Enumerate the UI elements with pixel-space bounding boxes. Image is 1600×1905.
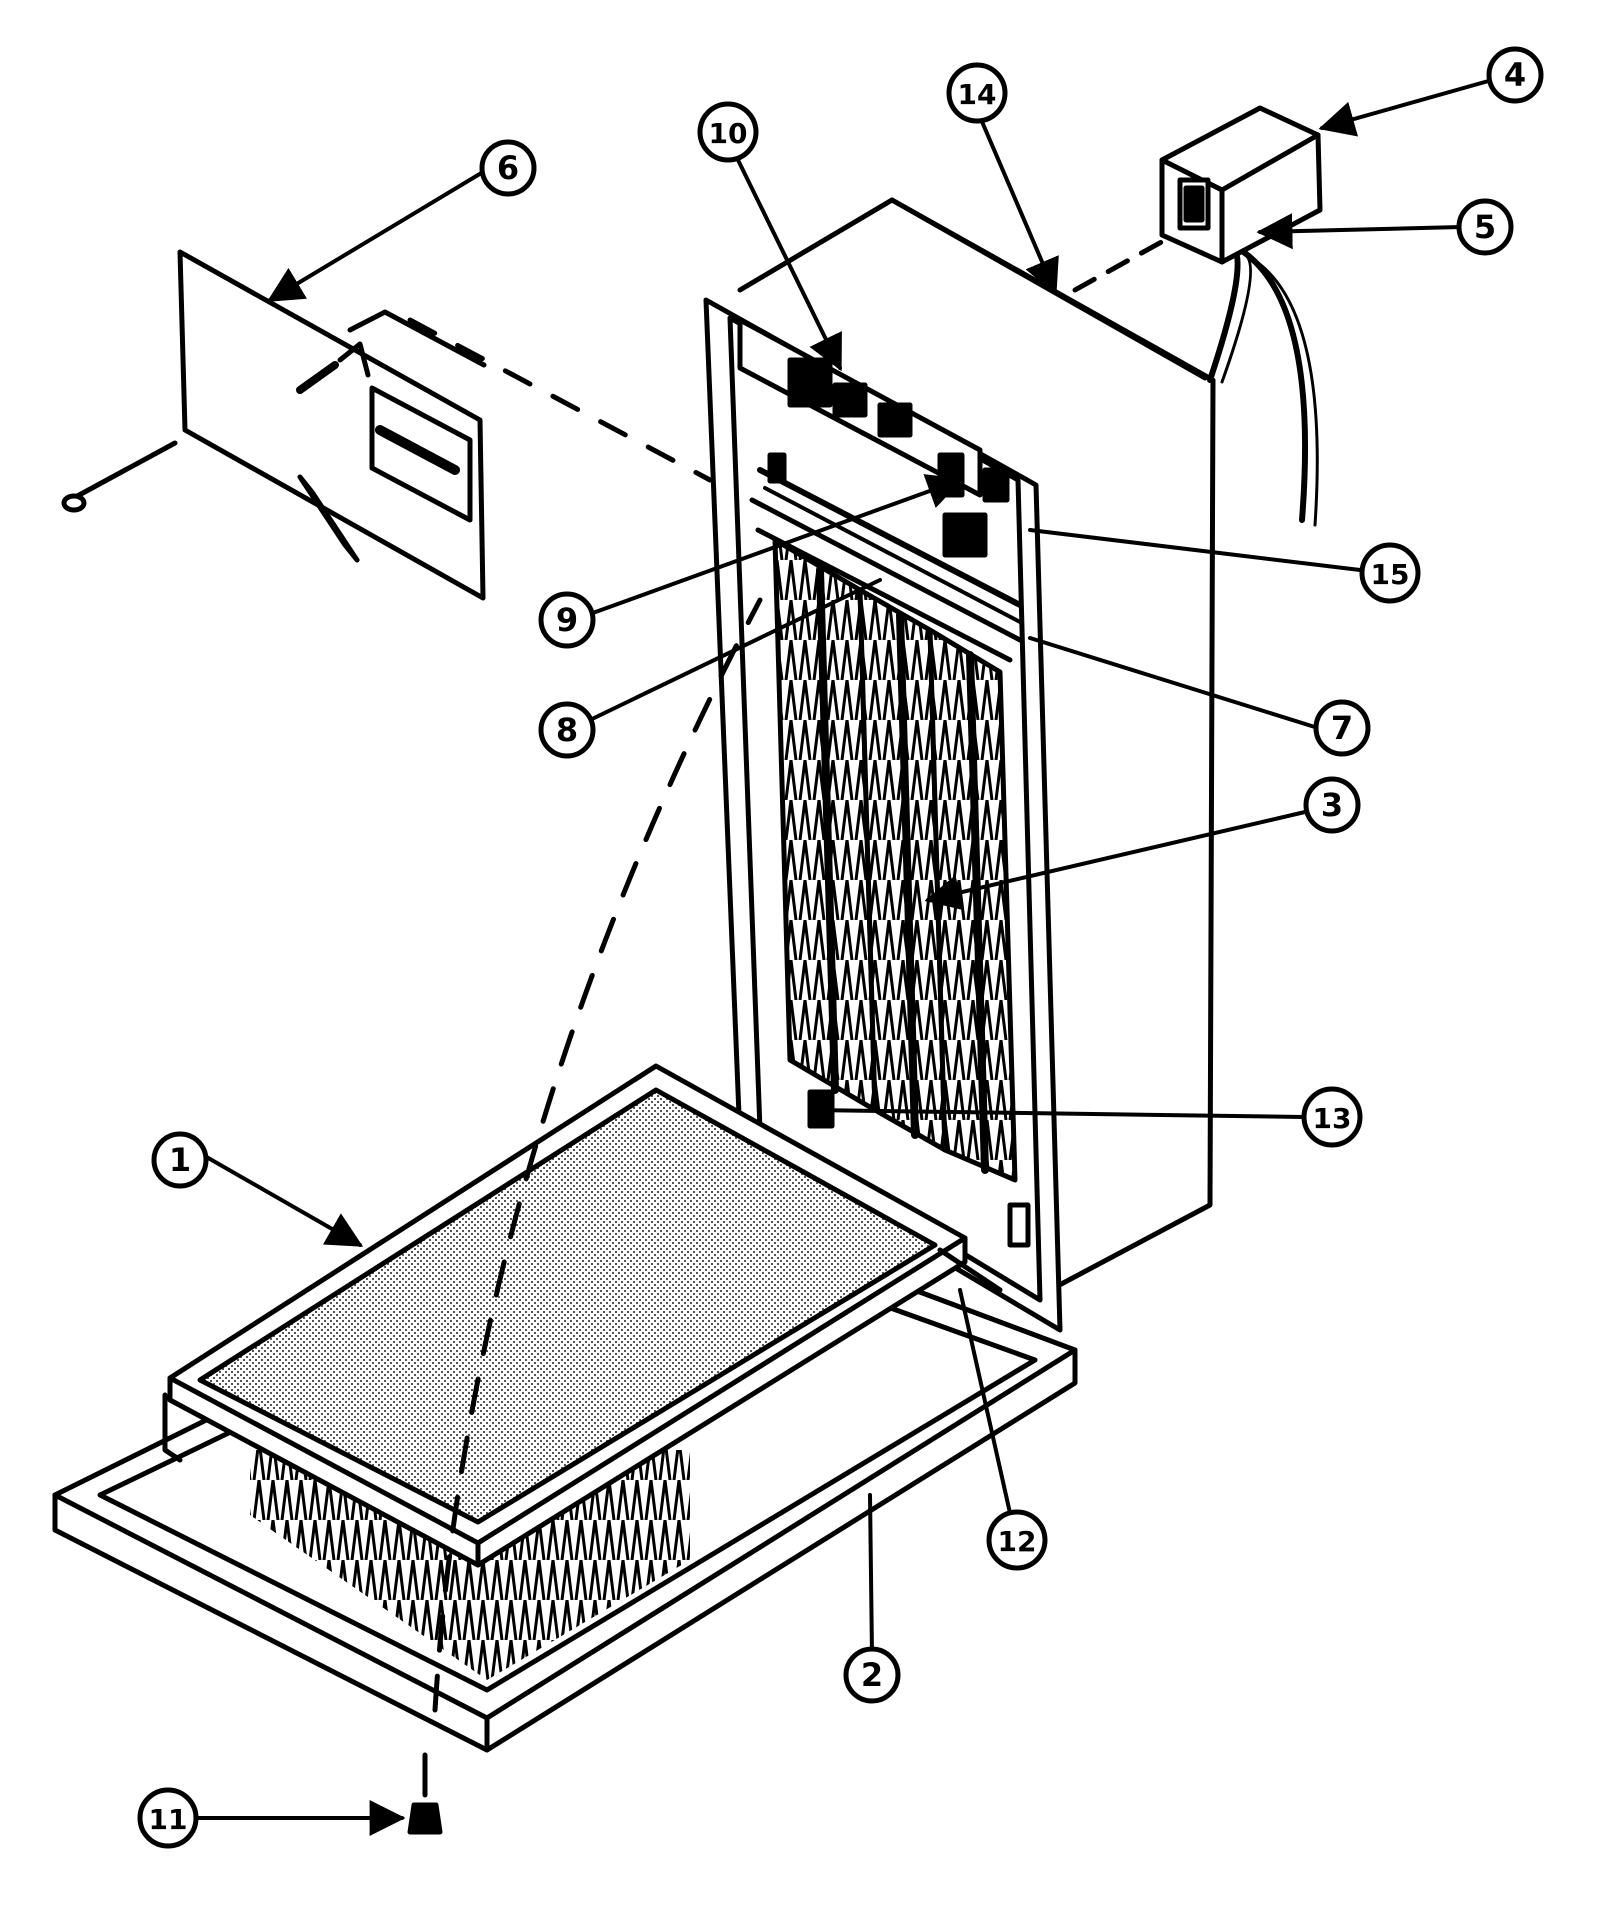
panel-screw [61, 361, 339, 513]
callout-9-label: 9 [556, 601, 578, 639]
callout-5: 5 [1456, 198, 1514, 256]
leader-14 [975, 108, 1059, 296]
access-panel [177, 249, 487, 601]
callout-2: 2 [843, 1646, 901, 1704]
leader-8 [588, 578, 882, 722]
foot-screw [407, 1752, 443, 1835]
leader-15 [1028, 528, 1362, 572]
callout-5-label: 5 [1474, 208, 1496, 246]
prefilter-screen [162, 1063, 968, 1568]
callout-12-label: 12 [998, 1525, 1037, 1558]
collector-cells [772, 537, 1018, 1183]
callout-11-label: 11 [149, 1803, 188, 1836]
callout-13: 13 [1301, 1086, 1363, 1148]
leader-9 [588, 474, 964, 616]
leader-3 [924, 810, 1307, 911]
plug-dash-line [1072, 237, 1168, 293]
callout-3: 3 [1303, 776, 1361, 834]
leader-5 [1256, 213, 1463, 250]
plug-box [1159, 105, 1323, 265]
callout-4-label: 4 [1504, 56, 1526, 94]
callout-8: 8 [538, 701, 596, 759]
leader-1 [201, 1153, 364, 1247]
callout-6: 6 [479, 139, 537, 197]
leader-6 [266, 170, 485, 302]
callout-1-label: 1 [169, 1141, 191, 1179]
ionizer-rail [757, 452, 1023, 624]
callout-1: 1 [151, 1131, 209, 1189]
callout-11: 11 [137, 1787, 199, 1849]
power-cord [1207, 242, 1319, 527]
callout-14-label: 14 [958, 78, 997, 111]
callout-15: 15 [1359, 542, 1421, 604]
callout-7: 7 [1313, 699, 1371, 757]
callout-2-label: 2 [861, 1656, 883, 1694]
callout-12: 12 [986, 1509, 1048, 1571]
callout-4: 4 [1486, 46, 1544, 104]
callout-10-label: 10 [709, 117, 748, 150]
leader-4 [1318, 78, 1494, 137]
panel-dash-line [407, 317, 713, 483]
leader-2 [868, 1493, 874, 1657]
callout-3-label: 3 [1321, 786, 1343, 824]
callout-6-label: 6 [497, 149, 519, 187]
callout-9: 9 [538, 591, 596, 649]
leader-7 [1028, 636, 1320, 730]
callout-10: 10 [697, 101, 759, 163]
callout-13-label: 13 [1313, 1102, 1352, 1135]
hinge-swing-arc [432, 597, 763, 1713]
callout-14: 14 [946, 62, 1008, 124]
top-edge [889, 197, 1208, 381]
leader-lines [196, 78, 1494, 1836]
leader-12 [958, 1288, 1012, 1515]
callout-7-label: 7 [1331, 709, 1353, 747]
leader-13 [810, 1108, 1306, 1119]
leader-10 [736, 158, 842, 372]
callout-8-label: 8 [556, 711, 578, 749]
callout-15-label: 15 [1371, 558, 1410, 591]
